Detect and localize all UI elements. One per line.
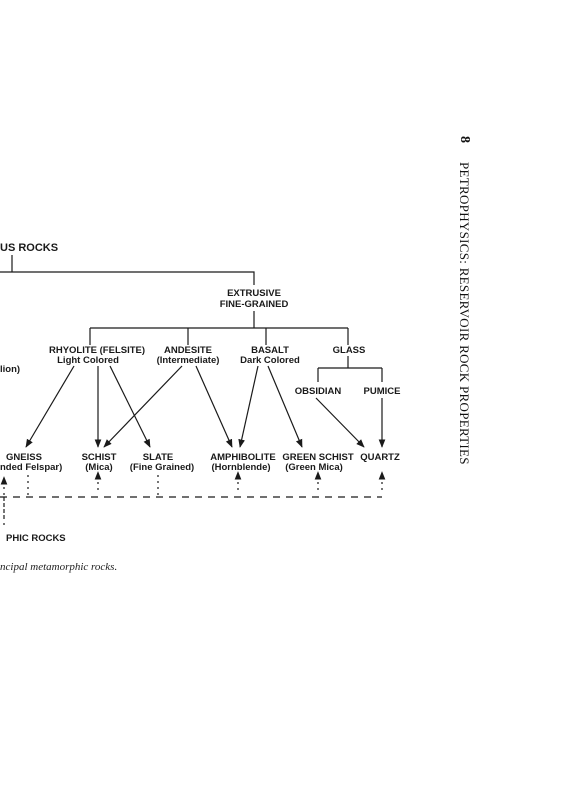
running-head: PETROPHYSICS: RESERVOIR ROCK PROPERTIES [457, 162, 472, 465]
basalt-sub-label: Dark Colored [240, 355, 300, 366]
metamorphism-arrows [25, 365, 386, 448]
left-fragment-label: lion) [0, 364, 20, 375]
fine-grained-label: FINE-GRAINED [220, 299, 289, 310]
basalt-label: BASALT [251, 345, 289, 356]
extrusive-label: EXTRUSIVE [227, 288, 281, 299]
andesite-sub-label: (Intermediate) [157, 355, 220, 366]
schist-label: SCHIST [82, 452, 117, 463]
obsidian-label: OBSIDIAN [295, 386, 342, 397]
green-schist-label: GREEN SCHIST [282, 452, 353, 463]
gneiss-label: GNEISS [6, 452, 42, 463]
rhyolite-label: RHYOLITE (FELSITE) [49, 345, 145, 356]
schist-sub-label: (Mica) [85, 462, 112, 473]
rhyolite-sub-label: Light Colored [57, 355, 119, 366]
quartz-label: QUARTZ [360, 452, 400, 463]
tree-connectors [0, 255, 383, 382]
diagram-labels: US ROCKS EXTRUSIVE FINE-GRAINED RHYOLITE… [0, 242, 400, 544]
glass-label: GLASS [333, 345, 366, 356]
pumice-label: PUMICE [364, 386, 401, 397]
green-schist-sub-label: (Green Mica) [285, 462, 343, 473]
amphibolite-label: AMPHIBOLITE [210, 452, 275, 463]
page-number: 8 [457, 136, 472, 143]
slate-label: SLATE [143, 452, 173, 463]
metamorphic-rocks-label: PHIC ROCKS [6, 533, 66, 544]
amphibolite-sub-label: (Hornblende) [211, 462, 270, 473]
dashed-return-lines [0, 471, 386, 525]
andesite-label: ANDESITE [164, 345, 212, 356]
slate-sub-label: (Fine Grained) [130, 462, 194, 473]
figure-caption: ncipal metamorphic rocks. [0, 561, 117, 573]
gneiss-sub-label: nded Felspar) [0, 462, 62, 473]
root-igneous-label: US ROCKS [0, 242, 58, 254]
